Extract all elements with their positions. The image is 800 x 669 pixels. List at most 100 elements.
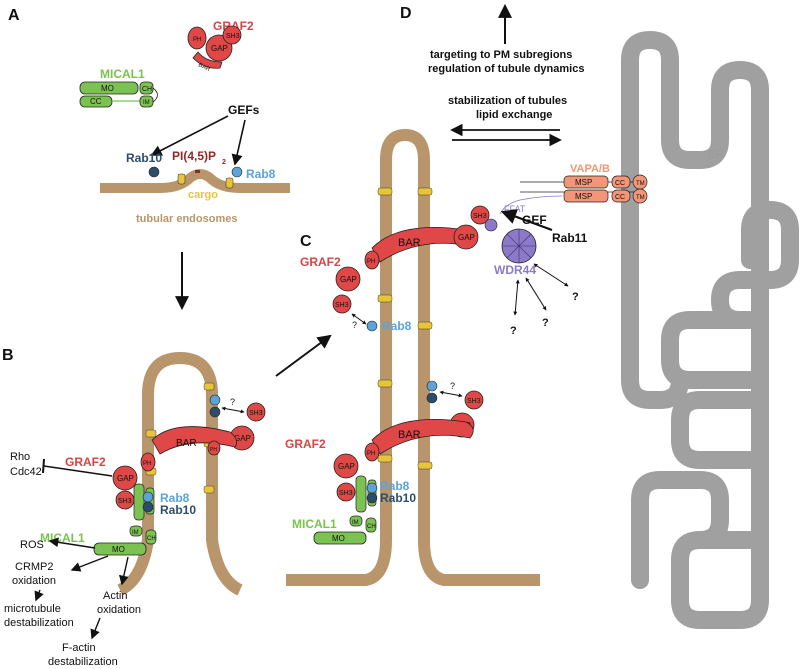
mical1-protein-a [79,81,158,108]
vapab-protein [520,174,648,204]
ros-label: ROS [20,539,44,551]
interaction-arrow-c-top [351,313,367,325]
cargo-c [377,187,433,470]
cargo-label-a: cargo [188,189,218,201]
inhibition-line [43,465,113,477]
rab8-label-b: Rab8 [160,491,190,505]
svg-text:MO: MO [101,84,114,93]
arrow-to-actin [119,556,129,586]
rab10-dot-b-top [209,406,221,418]
svg-text:SH3: SH3 [118,498,132,505]
svg-text:BAR: BAR [398,429,421,441]
svg-text:TM: TM [636,181,645,187]
gap-domain-c-bottom [333,453,359,479]
svg-text:?: ? [572,291,579,303]
rab10-label-a: Rab10 [126,151,162,165]
pip2-subscript-a: 2 [222,159,226,166]
sh3-domain-c-bottom [336,482,356,502]
svg-text:SH3: SH3 [339,490,353,497]
svg-text:CC: CC [90,97,102,106]
tubular-endosomes-label: tubular endosomes [136,213,237,225]
arrow-b-to-c [275,334,332,377]
svg-text:GAP: GAP [117,474,134,483]
lipid-exchange-label: lipid exchange [476,109,552,121]
svg-text:PH: PH [193,37,201,43]
svg-text:MO: MO [112,545,125,554]
svg-text:SH3: SH3 [249,410,263,417]
rab10-dot-a [148,166,160,178]
question-mark-b: ? [230,397,235,407]
ffat-linker [499,195,563,215]
ph-domain-b-right [207,440,221,456]
gefs-label: GEFs [228,103,260,117]
svg-text:GAP: GAP [338,462,355,471]
gef-arrow-rab10 [150,115,229,156]
rab8-dot-b-top [209,394,221,406]
factin-destab-label: destabilization [48,656,118,668]
panel-label-d: D [400,5,412,22]
arrow-to-factin [90,617,101,640]
targeting-label: targeting to PM subregions [430,49,572,61]
tubular-endosome-membrane-a [100,169,290,193]
rho-label: Rho [10,451,30,463]
er-label: ER [708,149,723,161]
svg-text:PH: PH [367,259,375,265]
crmp2-label: CRMP2 [15,561,54,573]
microtubule-destab-label: destabilization [4,617,74,629]
mical1-mo-c [313,531,367,545]
svg-text:GAP: GAP [340,275,357,284]
svg-text:CH: CH [142,86,152,93]
svg-text:?: ? [510,325,517,337]
gef-arrow-rab8 [231,119,246,166]
rab8-dot-c-top [366,320,378,332]
svg-text:BAR: BAR [398,237,421,249]
svg-text:CH: CH [147,536,156,542]
mical1-cc-c [355,475,367,513]
svg-text:PH: PH [367,451,375,457]
rab8-label-a: Rab8 [246,167,276,181]
svg-text:IM: IM [143,100,150,106]
gap-domain-d [453,224,479,250]
microtubule-label: microtubule [4,603,61,615]
sh3-domain-c-top [332,294,352,314]
rab8-dot-c-right [426,380,438,392]
cargo-a1 [177,173,186,185]
rab10-dot-c-right [426,392,438,404]
mical1-im-b [129,525,143,537]
ffat-label: FFAT [504,204,526,214]
panel-label-c: C [300,233,312,250]
rab8-label-c-bottom: Rab8 [380,479,410,493]
wdr44-arrow-3 [533,263,569,287]
mical1-mo-b [93,542,147,556]
er-membrane [621,31,799,629]
rab10-dot-b [142,501,154,513]
arrow-to-microtubule [34,589,44,602]
cargo-b1 [203,382,215,391]
bar-domain-b [151,426,238,455]
mical1-label-a: MICAL1 [100,67,145,81]
bar-domain-c-bottom [371,418,474,455]
rab8-dot-a [231,166,243,178]
cargo-b4 [203,485,215,494]
sh3-domain-b-right [246,402,266,422]
svg-text:BAR: BAR [197,62,211,73]
sh3-domain-d [470,205,490,225]
svg-text:SH3: SH3 [467,398,481,405]
interaction-arrow-b [221,406,245,414]
wdr44-link [484,218,498,232]
tubule-membrane-c [286,128,540,586]
factin-label: F-actin [62,642,96,654]
ph-domain-c-bottom [364,442,380,462]
ph-domain-c-top [364,250,380,270]
svg-text:CC: CC [615,180,625,187]
wdr44-arrow-1 [513,279,520,316]
svg-text:CC: CC [615,194,625,201]
svg-text:?: ? [450,381,455,391]
gap-domain-c-top [335,266,361,292]
gap-domain-b [112,465,138,491]
wdr44-arrow-2 [525,277,547,311]
cdc42-label: Cdc42 [10,466,42,478]
panel-label-a: A [8,7,20,24]
tubule-membrane-b [117,351,243,596]
graf2-protein-a [187,25,242,69]
